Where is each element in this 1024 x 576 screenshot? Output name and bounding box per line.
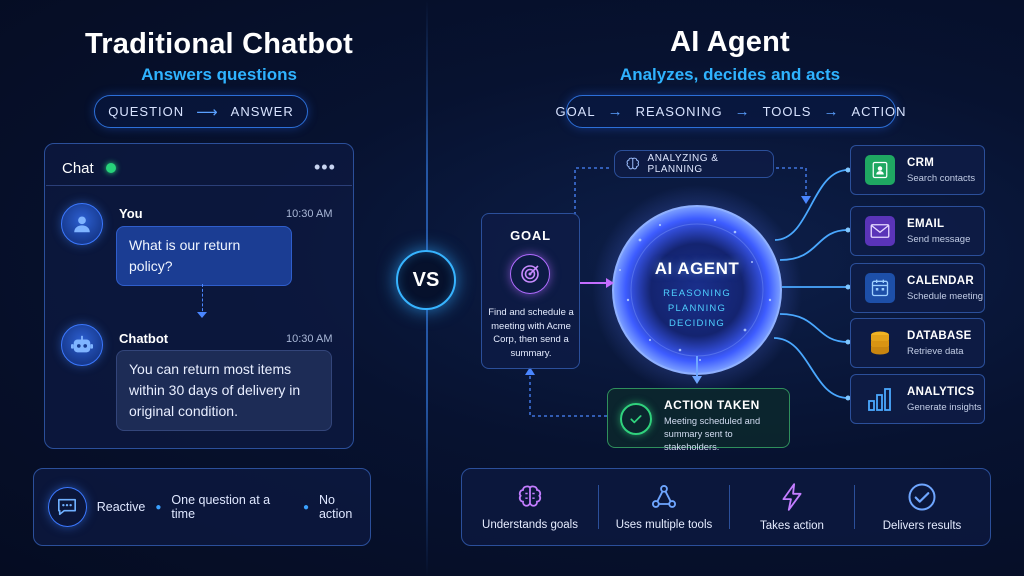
chatbot-traits-panel: Reactive ● One question at a time ● No a…: [33, 468, 371, 546]
flow-step-tools: TOOLS: [762, 104, 812, 119]
goal-title: GOAL: [510, 228, 551, 243]
target-icon: [510, 254, 550, 294]
tool-analytics-name: ANALYTICS: [907, 385, 975, 398]
user-message-bubble: What is our return policy?: [116, 226, 292, 286]
feature-understands-goals: Understands goals: [462, 469, 598, 545]
action-taken-title: ACTION TAKEN: [664, 398, 760, 412]
goal-text: Find and schedule a meeting with Acme Co…: [488, 307, 574, 359]
tool-crm[interactable]: CRM Search contacts: [850, 145, 985, 195]
check-circle-icon: [908, 483, 936, 511]
database-icon: [865, 328, 895, 358]
agent-features-panel: Understands goals Uses multiple tools Ta…: [461, 468, 991, 546]
feature-divider: [729, 485, 730, 529]
tool-calendar-desc: Schedule meeting: [907, 290, 984, 302]
mail-icon: [865, 216, 895, 246]
check-circle-icon: [620, 403, 652, 435]
feature-divider: [598, 485, 599, 529]
tool-database-name: DATABASE: [907, 329, 972, 342]
arrow-right-icon: →: [734, 103, 751, 120]
more-options-icon[interactable]: •••: [314, 157, 336, 177]
core-sparkles: [619, 218, 772, 361]
arrow-right-icon: →: [607, 103, 624, 120]
tool-database[interactable]: DATABASE Retrieve data: [850, 318, 985, 368]
brain-icon: [626, 157, 639, 170]
tool-email[interactable]: EMAIL Send message: [850, 206, 985, 256]
core-steps: REASONING PLANNING DECIDING: [617, 286, 777, 331]
tool-email-desc: Send message: [907, 233, 971, 245]
tool-crm-name: CRM: [907, 156, 935, 169]
tool-email-name: EMAIL: [907, 217, 945, 230]
flow-step-reasoning: REASONING: [635, 104, 723, 119]
left-subtitle: Answers questions: [141, 65, 297, 84]
right-title: AI Agent: [670, 26, 790, 58]
arrow-right-icon: ⟶: [196, 103, 219, 121]
user-message-time: 10:30 AM: [286, 208, 333, 220]
feature-divider: [854, 485, 855, 529]
feature-label: Takes action: [760, 520, 824, 532]
user-sender-name: You: [119, 206, 143, 221]
separator-dot: ●: [155, 501, 162, 513]
tool-database-desc: Retrieve data: [907, 345, 964, 357]
flow-step-answer: ANSWER: [230, 104, 294, 119]
bot-sender-name: Chatbot: [119, 331, 169, 346]
network-icon: [651, 484, 677, 508]
tool-crm-desc: Search contacts: [907, 172, 976, 184]
feature-label: Understands goals: [482, 519, 578, 531]
tool-calendar-name: CALENDAR: [907, 274, 974, 287]
action-taken-text: Meeting scheduled and summary sent to st…: [664, 416, 761, 452]
feature-label: Uses multiple tools: [615, 519, 713, 531]
user-avatar: [61, 203, 103, 245]
analyzing-planning-chip: ANALYZING & PLANNING: [614, 150, 774, 178]
core-title: AI AGENT: [654, 259, 740, 278]
chatbot-flow-pill: QUESTION ⟶ ANSWER: [94, 95, 308, 128]
bot-message-time: 10:30 AM: [286, 333, 333, 345]
robot-icon: [71, 335, 93, 353]
feature-label: Delivers results: [882, 520, 962, 532]
flow-step-action: ACTION: [851, 104, 907, 119]
bot-avatar: [61, 324, 103, 366]
tool-calendar[interactable]: CALENDAR Schedule meeting: [850, 263, 985, 313]
agent-flow-pill: GOAL → REASONING → TOOLS → ACTION: [555, 95, 906, 128]
trait-reactive: Reactive: [96, 500, 146, 514]
online-status-dot: [106, 163, 116, 173]
core-step-reasoning: REASONING: [663, 288, 731, 299]
chat-bubble-icon: [48, 487, 87, 527]
flow-step-goal: GOAL: [555, 104, 596, 119]
tool-connectors: [773, 169, 849, 399]
separator-dot: ●: [302, 501, 309, 513]
right-subtitle: Analyzes, decides and acts: [619, 65, 841, 84]
chat-flow-connector: [202, 284, 203, 316]
user-icon: [74, 216, 90, 233]
tool-analytics-desc: Generate insights: [907, 401, 982, 413]
bar-chart-icon: [865, 384, 895, 414]
connector-endpoints: [845, 167, 851, 401]
core-step-planning: PLANNING: [667, 303, 727, 314]
brain-icon: [518, 485, 542, 507]
trait-no-action: No action: [318, 493, 353, 521]
tool-analytics[interactable]: ANALYTICS Generate insights: [850, 374, 985, 424]
contact-icon: [865, 155, 895, 185]
bot-message-bubble: You can return most items within 30 days…: [116, 350, 332, 431]
trait-one-question: One question at a time: [171, 493, 271, 521]
vs-badge: VS: [396, 250, 456, 310]
calendar-icon: [865, 273, 895, 303]
arrow-right-icon: →: [823, 103, 840, 120]
lightning-icon: [782, 483, 802, 511]
left-title: Traditional Chatbot: [84, 28, 353, 60]
core-step-deciding: DECIDING: [668, 318, 726, 329]
analyzing-planning-label: ANALYZING & PLANNING: [647, 153, 719, 175]
feature-delivers-results: Delivers results: [855, 469, 989, 545]
chevron-down-icon: [197, 312, 207, 318]
feature-takes-action: Takes action: [730, 469, 854, 545]
chat-header-title: Chat: [62, 160, 94, 177]
chat-header-divider: [46, 185, 352, 186]
flow-step-question: QUESTION: [108, 104, 185, 119]
feature-uses-tools: Uses multiple tools: [599, 469, 729, 545]
